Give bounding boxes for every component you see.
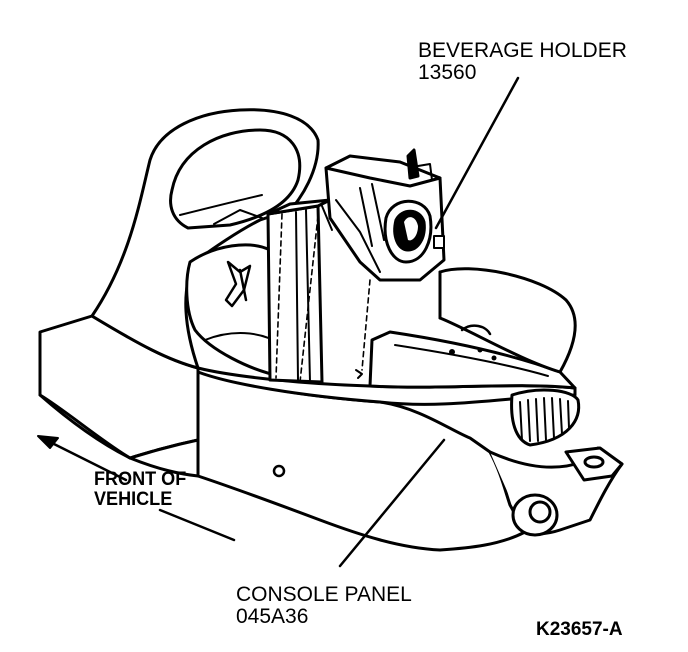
tray-hole-2 [477,347,483,353]
console-panel-name: CONSOLE PANEL [236,583,412,606]
beverage-holder-part-number: 13560 [418,61,477,85]
dash-arch-inner-detail [179,194,263,216]
beverage-holder-leader [434,76,520,230]
console-floor-line [38,393,132,460]
front-arrow-shaft-upper [44,438,128,482]
beverage-holder-post [406,148,420,180]
beverage-holder-tab [417,163,433,181]
front-arrow-head [37,435,59,449]
center-pillar-front [266,204,324,384]
cup-ring-highlight [404,217,418,241]
fastener-center [355,369,363,379]
center-pillar-line-1 [295,211,299,381]
console-panel-label: CONSOLE PANEL 045A36 [236,583,412,629]
shifter-bracket [224,260,252,308]
center-pillar-line-2 [305,209,311,383]
rear-bracket [564,446,624,482]
dash-arch-crease [213,209,263,225]
dash-arch-inner [169,128,302,230]
tray-hole-3 [491,355,497,361]
beverage-holder-ribs [359,183,385,247]
shifter-cavity [185,243,282,378]
rear-support-boss-inner [528,500,552,524]
rear-bracket-hole [583,455,605,469]
beverage-holder-label: BEVERAGE HOLDER 13560 [418,39,627,85]
shifter-bracket-leg [238,268,248,302]
front-arrow-shaft-lower [158,508,236,542]
beverage-holder-clip [433,235,445,249]
figure-reference: K23657-A [536,619,623,640]
alignment-dashes [275,213,371,383]
tray-hole-1 [449,349,455,355]
fastener-front [272,464,286,478]
rear-vent-louvers [519,397,570,442]
front-of-vehicle-label: FRONT OF VEHICLE [94,470,186,510]
front-of-vehicle-line1: FRONT OF [94,469,187,490]
console-tray-side [368,330,577,390]
console-panel-part-number: 045A36 [236,605,309,629]
center-pillar-line-3 [321,205,333,231]
beverage-holder-side [335,199,381,273]
armrest-lid [438,267,577,374]
console-base-left-lower [128,438,200,478]
console-tray-inner [394,344,549,377]
beverage-holder-name: BEVERAGE HOLDER [418,39,627,62]
armrest-lid-latch [460,324,492,336]
console-panel-leader [338,438,446,568]
front-of-vehicle-line2: VEHICLE [94,488,173,510]
